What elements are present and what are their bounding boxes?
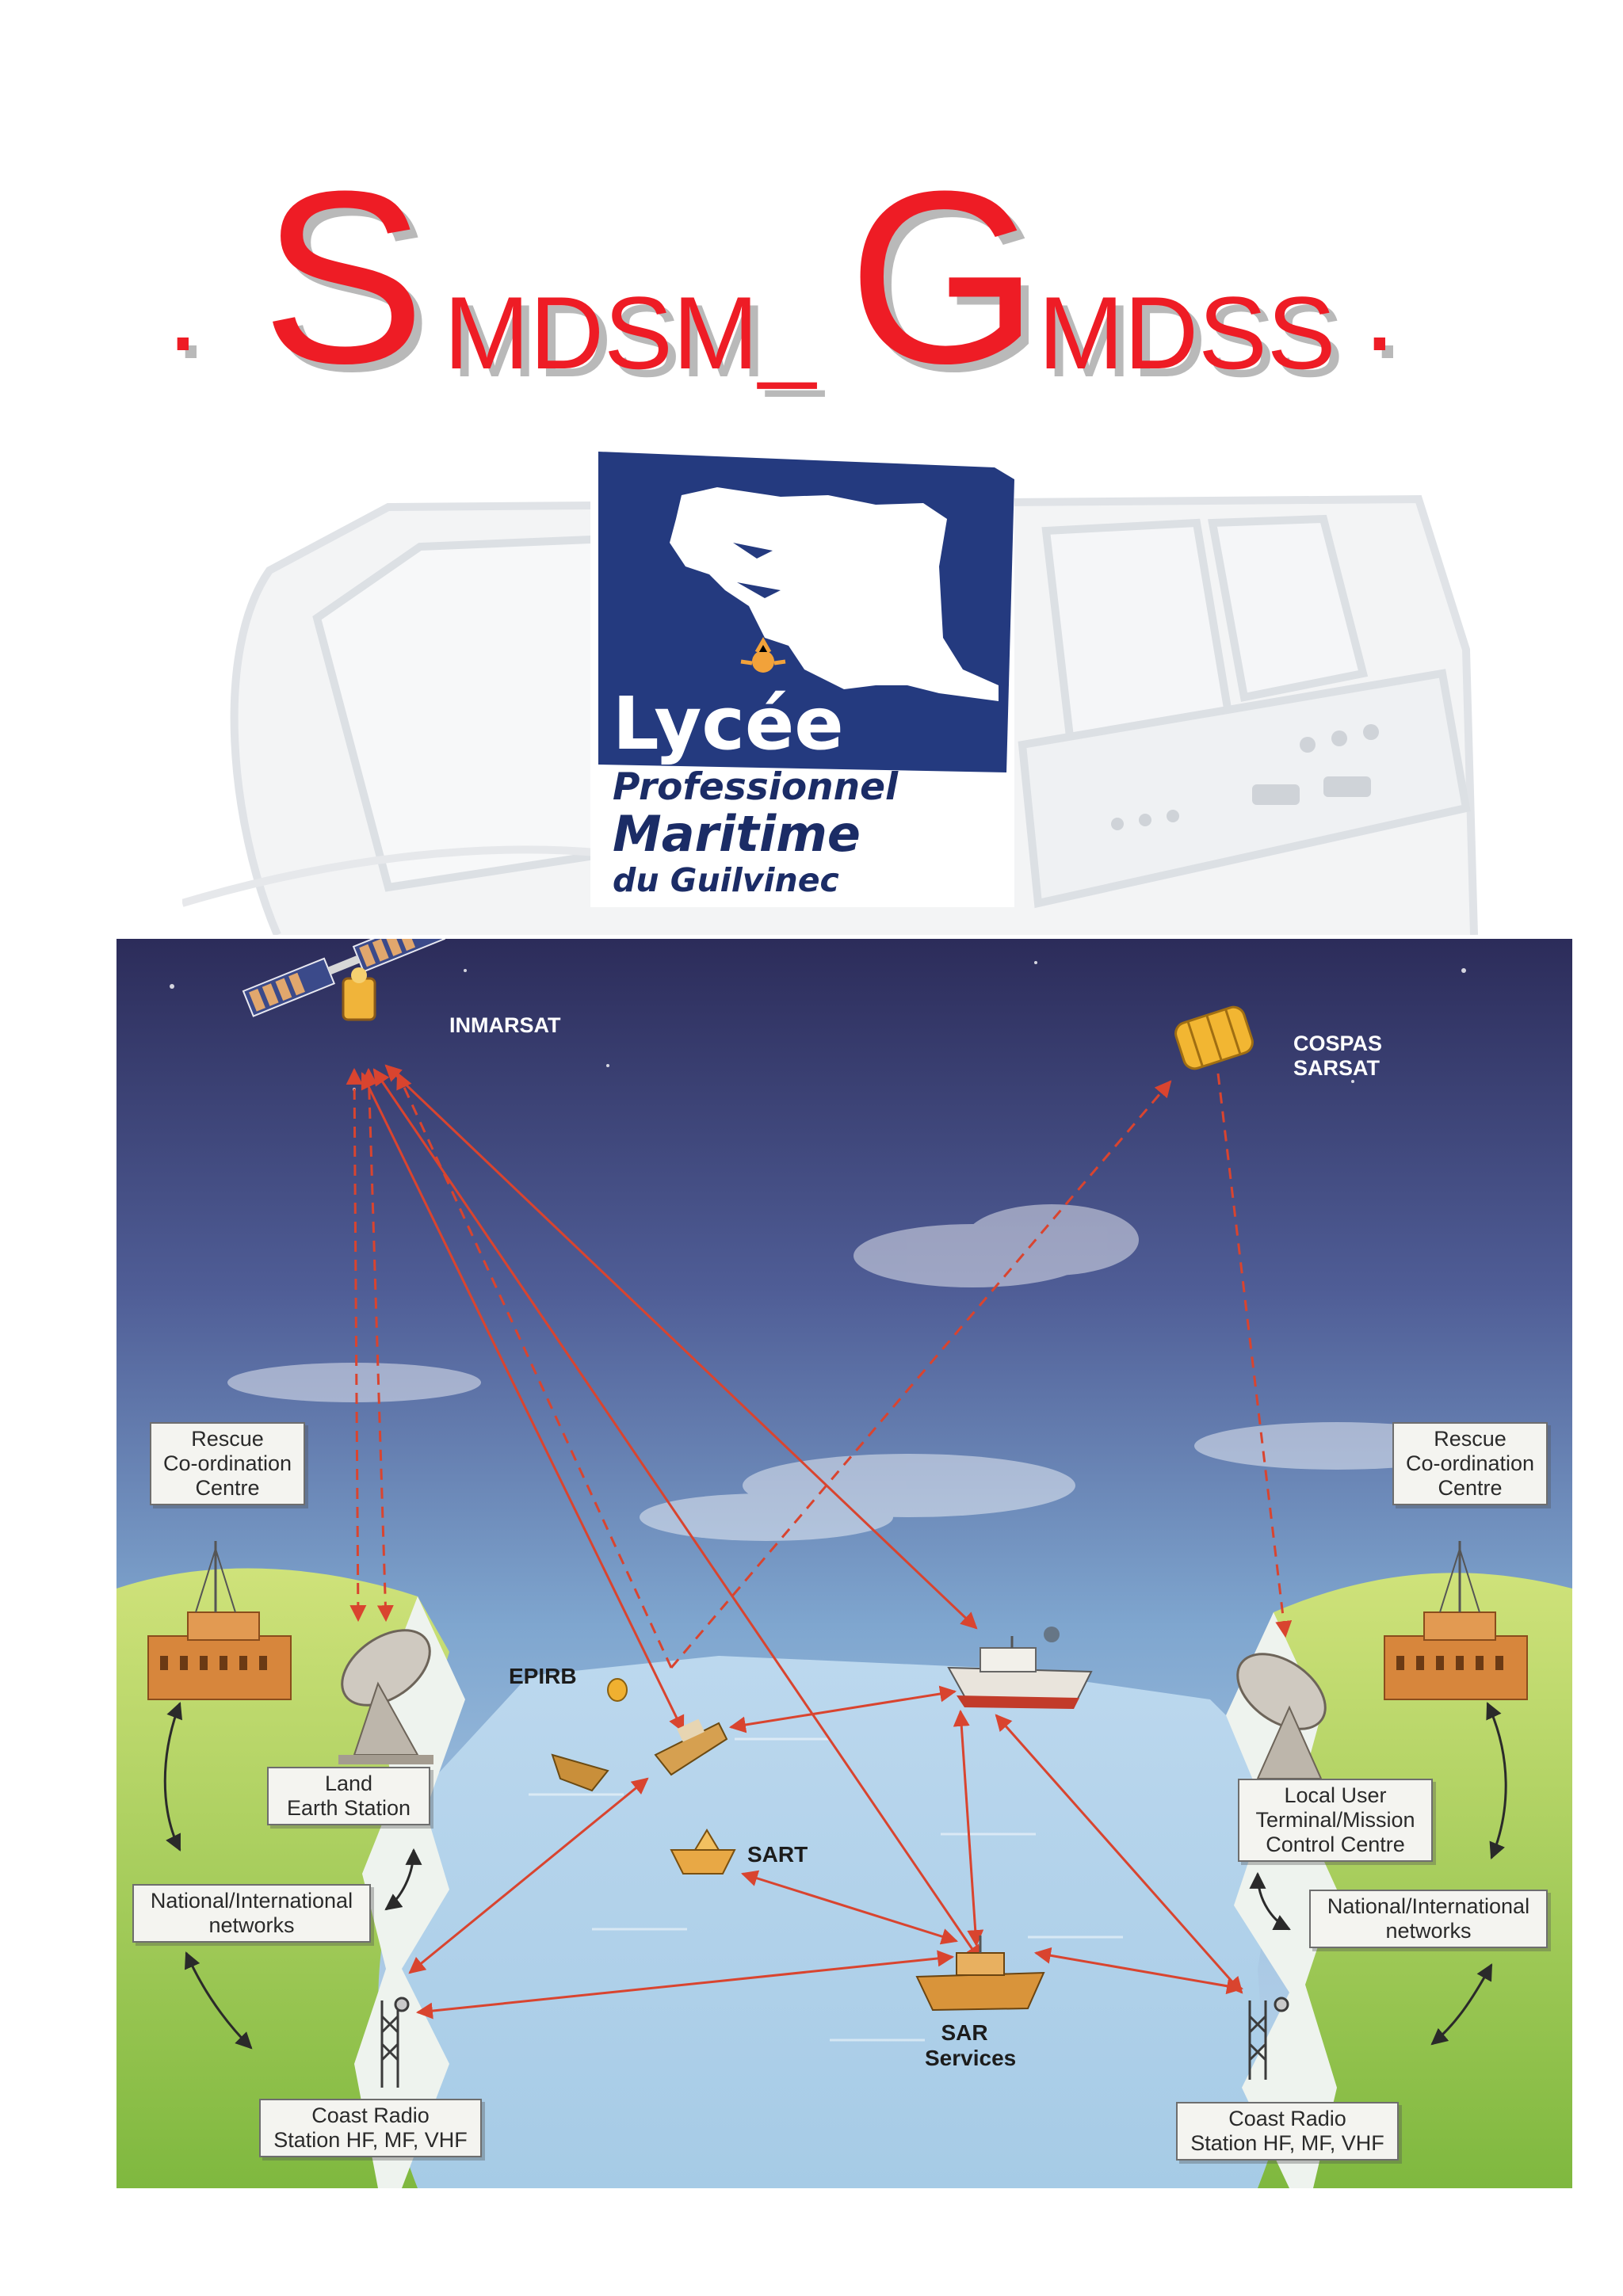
left-rcc-line2: Co-ordination: [162, 1451, 292, 1475]
title-gmdss-rest: MDSS: [1038, 275, 1336, 391]
radio-links: [361, 1064, 1244, 2019]
inmarsat-satellite-icon: [242, 939, 446, 1021]
gmdss-diagram: INMARSAT COSPAS SARSAT Rescue Co-ordinat…: [116, 939, 1572, 2188]
lut-line3: Control Centre: [1266, 1833, 1405, 1856]
left-coast-radio-tower-icon: [380, 1997, 410, 2088]
left-earth-station-dish-icon: [338, 1629, 433, 1764]
right-coast-radio-label: Coast Radio Station HF, MF, VHF: [1176, 2102, 1399, 2161]
right-networks-line1: National/International: [1327, 1894, 1530, 1918]
left-rcc-label: Rescue Co-ordination Centre: [150, 1422, 305, 1505]
title-dot-right: .: [1363, 242, 1396, 376]
logo-guilvinec: du Guilvinec: [613, 861, 839, 899]
right-rcc-line2: Co-ordination: [1405, 1451, 1535, 1475]
les-line1: Land: [324, 1772, 373, 1795]
title-smdsm-rest: MDSM_: [444, 275, 816, 391]
left-rcc-line1: Rescue: [191, 1427, 264, 1451]
school-logo: Lycée Professionnel Maritime du Guilvine…: [590, 448, 1014, 907]
sar-line2: Services: [925, 2046, 1017, 2070]
left-networks-line2: networks: [208, 1913, 295, 1937]
right-rcc-line3: Centre: [1438, 1476, 1503, 1500]
right-networks-label: National/International networks: [1309, 1890, 1548, 1948]
epirb-label: EPIRB: [509, 1664, 577, 1688]
sart-label: SART: [747, 1842, 808, 1867]
cospas-sarsat-satellite-icon: [1174, 1005, 1254, 1070]
right-rcc-line1: Rescue: [1434, 1427, 1507, 1451]
lut-line2: Terminal/Mission: [1255, 1808, 1415, 1832]
right-coast-radio-line1: Coast Radio: [1228, 2107, 1346, 2130]
cospas-label: COSPAS: [1293, 1032, 1383, 1055]
lut-line1: Local User: [1284, 1783, 1387, 1807]
title-g-initial: G: [848, 139, 1040, 414]
distressed-ship-icon: [551, 1718, 728, 1792]
right-coast-radio-line2: Station HF, MF, VHF: [1190, 2131, 1384, 2155]
distress-alert-links: [346, 1067, 1293, 1669]
left-rcc-line3: Centre: [195, 1476, 260, 1500]
sar-line1: SAR: [941, 2020, 988, 2045]
lut-mcc-label: Local User Terminal/Mission Control Cent…: [1238, 1779, 1433, 1862]
logo-professionnel: Professionnel: [613, 765, 899, 809]
les-line2: Earth Station: [286, 1796, 411, 1820]
page-title: . S MDSM_ G MDSS .: [0, 147, 1623, 408]
sart-liferaft-icon: [670, 1829, 736, 1875]
inmarsat-label: INMARSAT: [449, 1013, 561, 1037]
right-coast-radio-tower-icon: [1248, 1997, 1289, 2080]
logo-maritime: Maritime: [613, 805, 861, 863]
right-networks-line2: networks: [1385, 1919, 1472, 1943]
left-coast-radio-line2: Station HF, MF, VHF: [273, 2128, 468, 2152]
right-rcc-building-icon: [1384, 1541, 1528, 1700]
left-coast-radio-line1: Coast Radio: [311, 2103, 430, 2127]
rescue-ship-icon: [947, 1627, 1093, 1709]
left-networks-label: National/International networks: [132, 1884, 371, 1943]
diagram-artwork: [116, 939, 1572, 2188]
title-s-initial: S: [262, 139, 426, 414]
network-links: [163, 1702, 1507, 2050]
logo-lycee: Lycée: [613, 681, 844, 766]
sar-services-label: SAR Services: [925, 2020, 1017, 2071]
sarsat-label: SARSAT: [1293, 1056, 1381, 1080]
land-earth-station-label: Land Earth Station: [267, 1767, 430, 1825]
title-dot-left: .: [166, 242, 200, 376]
left-coast-radio-label: Coast Radio Station HF, MF, VHF: [259, 2099, 482, 2157]
left-rcc-building-icon: [147, 1541, 292, 1700]
left-networks-line1: National/International: [150, 1889, 353, 1913]
epirb-beacon-icon: [607, 1678, 628, 1702]
right-rcc-label: Rescue Co-ordination Centre: [1392, 1422, 1548, 1505]
sar-vessel-icon: [915, 1936, 1045, 2012]
